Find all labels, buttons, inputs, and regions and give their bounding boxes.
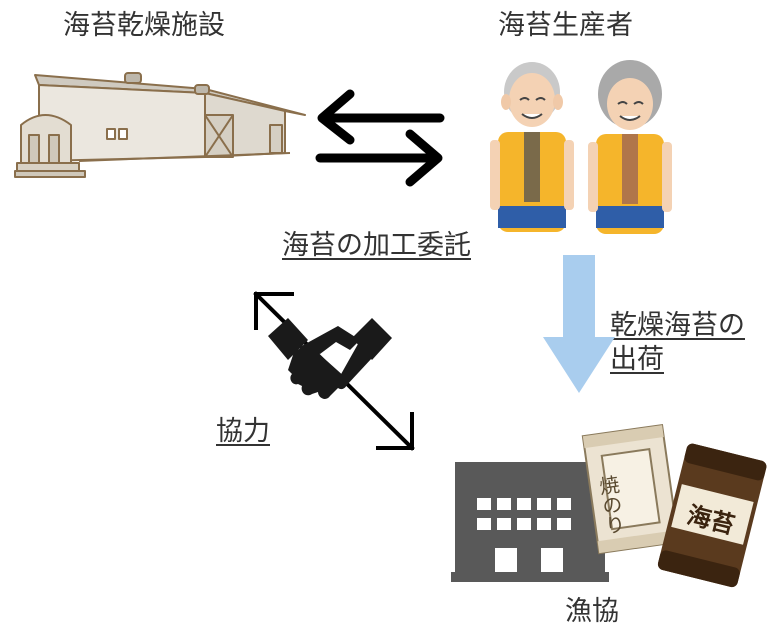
fisheries-coop-label: 漁協 [565,596,619,627]
handshake-icon [268,318,392,399]
arrow-left-icon [317,89,445,145]
producer-woman [588,60,672,234]
processing-consignment-label: 海苔の加工委託 [282,230,471,261]
two-way-arrows [315,89,445,187]
producers-label: 海苔生産者 [498,10,633,41]
producers-illustration [490,60,672,234]
fisheries-coop-building [451,462,609,582]
shipment-label-line2: 出荷 [610,344,664,375]
cooperation-label: 協力 [216,416,270,447]
yakinori-package [581,423,680,555]
shipment-down-arrow-icon [543,255,615,393]
cooperation-handshake-illustration [253,291,415,451]
producer-man [490,62,574,232]
arrow-right-icon [315,129,443,187]
seaweed-packages-illustration: 焼のり 海苔 [581,423,767,588]
drying-facility-illustration [14,72,306,178]
drying-facility-label: 海苔乾燥施設 [63,10,225,41]
shipment-label-line1: 乾燥海苔の [610,310,745,341]
nori-package [657,443,767,588]
